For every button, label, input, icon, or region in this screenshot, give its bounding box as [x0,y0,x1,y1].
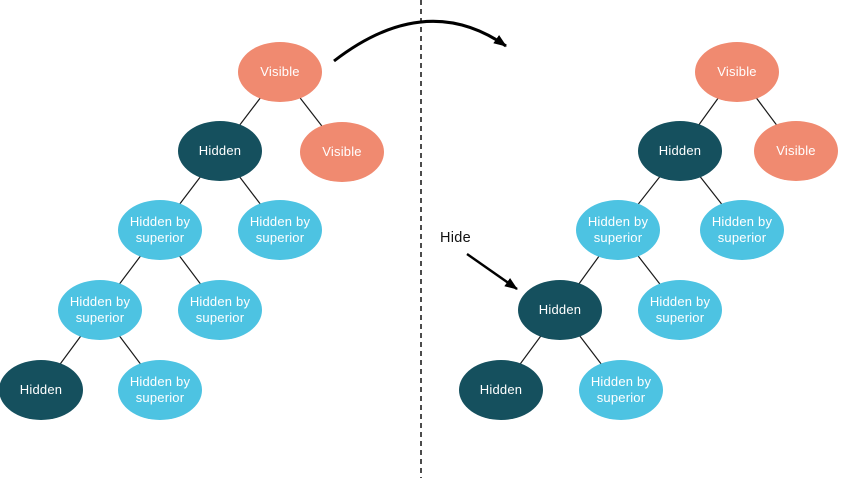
tree-node: Visible [695,42,779,102]
tree-node: Hidden by superior [579,360,663,420]
hide-arrow-icon [466,253,518,290]
tree-node: Hidden by superior [700,200,784,260]
tree-node: Hidden by superior [178,280,262,340]
tree-node: Visible [238,42,322,102]
tree-node: Hidden by superior [118,360,202,420]
tree-node: Hidden by superior [58,280,142,340]
tree-node: Visible [754,121,838,181]
tree-node: Hidden [0,360,83,420]
tree-node: Visible [300,122,384,182]
tree-node: Hidden by superior [238,200,322,260]
tree-node: Hidden [638,121,722,181]
transition-arrow-icon [333,19,507,63]
tree-node: Hidden by superior [638,280,722,340]
hide-annotation-label: Hide [440,230,472,246]
tree-node-hidden-target: Hidden [518,280,602,340]
tree-node: Hidden by superior [576,200,660,260]
tree-node: Hidden by superior [118,200,202,260]
tree-node: Hidden [178,121,262,181]
tree-node: Hidden [459,360,543,420]
